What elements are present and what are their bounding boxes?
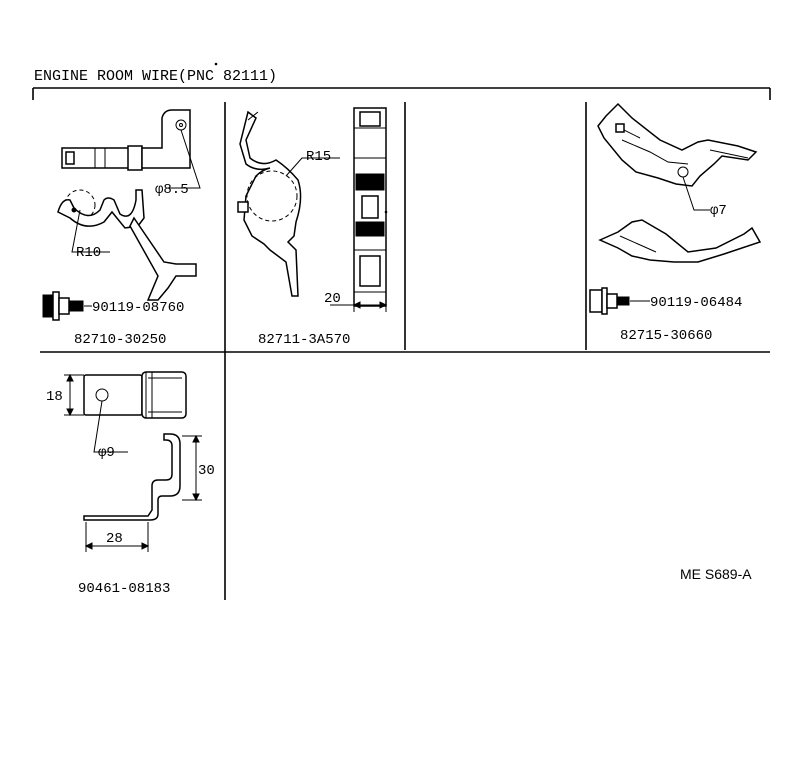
dim-length: 28 bbox=[106, 531, 123, 547]
part-number: 90461-08183 bbox=[78, 581, 170, 597]
clamp-top-view bbox=[61, 109, 191, 171]
bracket-front-view bbox=[353, 107, 387, 307]
dimension-width bbox=[330, 298, 388, 312]
diagram-title: ENGINE ROOM WIRE(PNC 82111) bbox=[34, 68, 277, 85]
part-number: 82711-3A570 bbox=[258, 332, 350, 348]
dimension-length bbox=[84, 522, 150, 552]
bracket-side-view bbox=[237, 110, 302, 297]
panel-82711-3A570: R15 20 82711-3A570 bbox=[237, 107, 388, 348]
bolt-icon bbox=[42, 291, 84, 321]
bolt-part-number: 90119-06484 bbox=[650, 295, 742, 311]
frame bbox=[32, 87, 771, 600]
scan-dot bbox=[214, 62, 218, 66]
panel-82710-30250: φ8.5 R10 90119-08760 82710-30250 bbox=[42, 109, 201, 348]
dim-hole-diameter: φ8.5 bbox=[155, 182, 189, 198]
reference-code: ME S689-A bbox=[680, 566, 752, 582]
dim-hole-diameter: φ9 bbox=[98, 445, 115, 461]
part-number: 82715-30660 bbox=[620, 328, 712, 344]
dim-height: 18 bbox=[46, 389, 63, 405]
dim-radius: R15 bbox=[306, 149, 331, 165]
bolt-part-number: 90119-08760 bbox=[92, 300, 184, 316]
bracket-top-view bbox=[597, 102, 758, 187]
dim-hole-diameter: φ7 bbox=[710, 203, 727, 219]
part-number: 82710-30250 bbox=[74, 332, 166, 348]
clamp-side-view bbox=[83, 433, 181, 521]
panel-90461-08183: 18 φ9 30 28 90461-08183 bbox=[46, 371, 215, 597]
clamp-top-view bbox=[83, 371, 187, 419]
clamp-side-view bbox=[57, 189, 197, 301]
bolt-icon bbox=[589, 287, 630, 315]
dim-width: 20 bbox=[324, 291, 341, 307]
panel-82715-30660: φ7 90119-06484 82715-30660 bbox=[589, 102, 762, 344]
dim-depth: 30 bbox=[198, 463, 215, 479]
scan-dot bbox=[384, 210, 388, 214]
dimension-height bbox=[64, 373, 84, 417]
bracket-side-view bbox=[598, 219, 762, 263]
dim-radius: R10 bbox=[76, 245, 101, 261]
dimension-depth bbox=[182, 434, 202, 502]
